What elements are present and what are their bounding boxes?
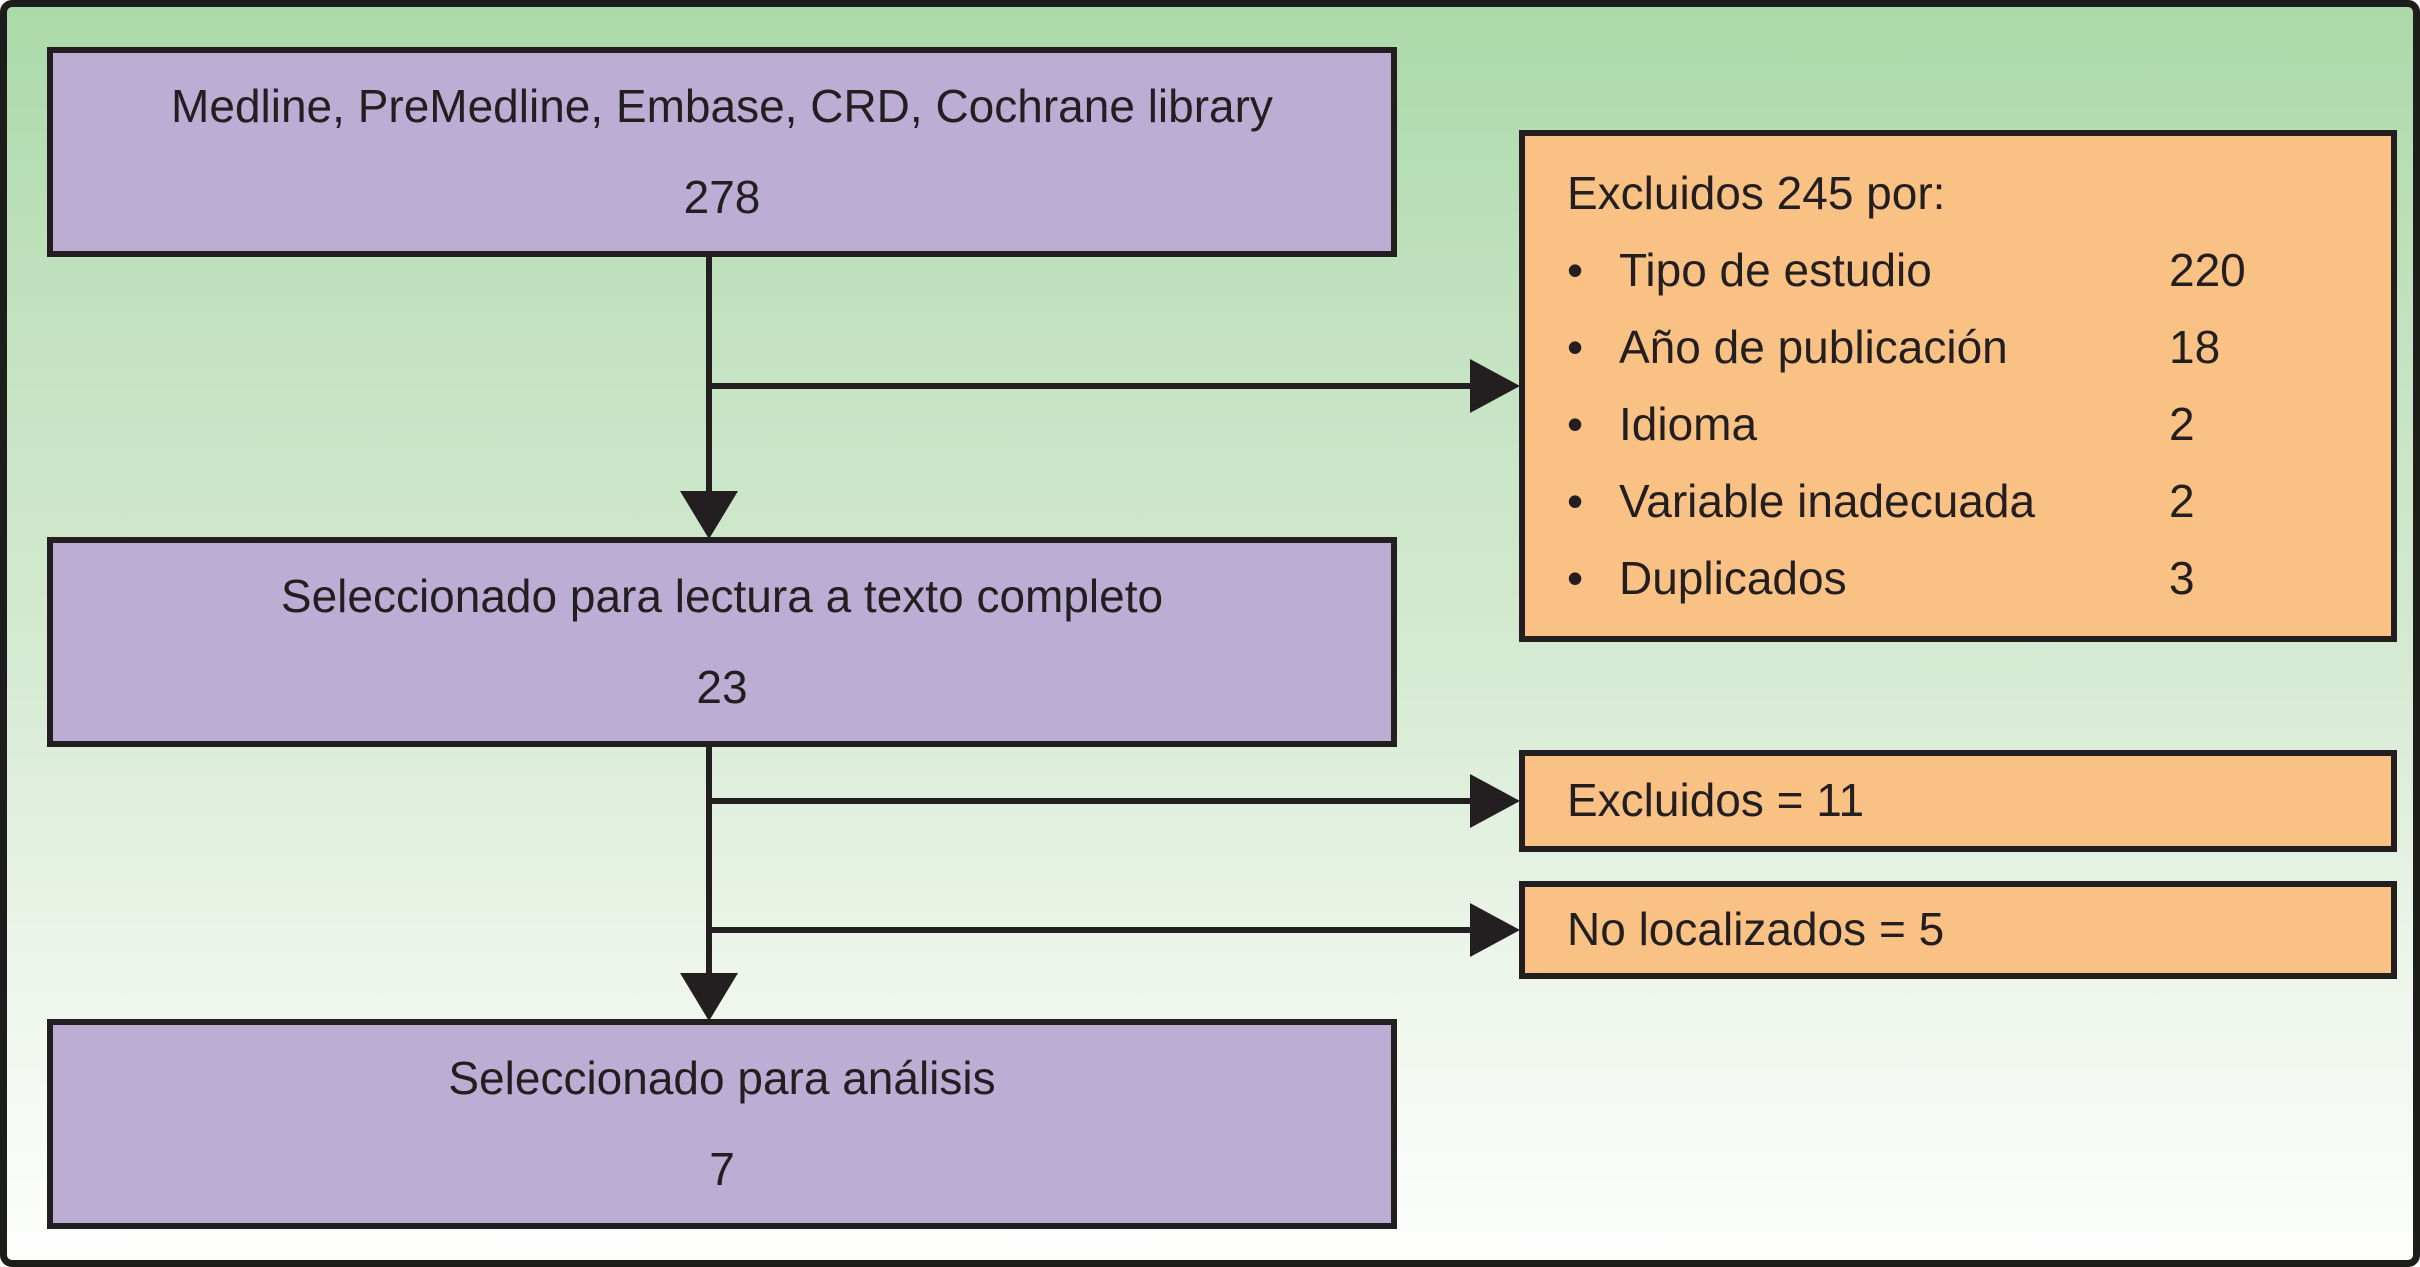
connector-to-not-located bbox=[706, 927, 1473, 933]
exclusion-item: • Año de publicación 18 bbox=[1567, 320, 2361, 375]
exclusion-item: • Variable inadecuada 2 bbox=[1567, 474, 2361, 529]
exclusion-item-label: Tipo de estudio bbox=[1619, 243, 1932, 296]
exclusion-title-row: Excluidos 245 por: bbox=[1567, 166, 2361, 221]
exclusion-item-label: Idioma bbox=[1619, 397, 1758, 450]
exclusion-item-label: Año de publicación bbox=[1619, 320, 2008, 373]
flow-box-count: 278 bbox=[683, 171, 761, 223]
exclusion-item-value: 18 bbox=[2169, 320, 2221, 373]
excluded-count-label: Excluidos = 11 bbox=[1567, 774, 1865, 827]
connector-fulltext-to-analysis bbox=[706, 744, 712, 977]
exclusion-item-value: 2 bbox=[2169, 397, 2195, 450]
bullet-icon: • bbox=[1567, 474, 1584, 527]
arrow-right-icon bbox=[1470, 774, 1520, 828]
exclusion-detail-box: Excluidos 245 por: • Tipo de estudio 220… bbox=[1519, 130, 2397, 642]
exclusion-item-label: Duplicados bbox=[1619, 551, 1847, 604]
connector-to-excluded-count bbox=[706, 798, 1473, 804]
arrow-down-icon bbox=[680, 973, 738, 1021]
exclusion-item: • Idioma 2 bbox=[1567, 397, 2361, 452]
arrow-right-icon bbox=[1470, 359, 1520, 413]
bullet-icon: • bbox=[1567, 243, 1584, 296]
flow-box-sources: Medline, PreMedline, Embase, CRD, Cochra… bbox=[47, 47, 1397, 257]
exclusion-item-value: 3 bbox=[2169, 551, 2195, 604]
excluded-count-box: Excluidos = 11 bbox=[1519, 750, 2397, 852]
flow-box-analysis: Seleccionado para análisis 7 bbox=[47, 1019, 1397, 1229]
not-located-count-label: No localizados = 5 bbox=[1567, 903, 1945, 956]
exclusion-title: Excluidos 245 por: bbox=[1567, 166, 1946, 219]
flow-box-count: 23 bbox=[696, 661, 748, 713]
bullet-icon: • bbox=[1567, 397, 1584, 450]
connector-to-exclusion-detail bbox=[706, 383, 1473, 389]
not-located-count-box: No localizados = 5 bbox=[1519, 881, 2397, 979]
arrow-down-icon bbox=[680, 491, 738, 539]
arrow-right-icon bbox=[1470, 903, 1520, 957]
bullet-icon: • bbox=[1567, 551, 1584, 604]
exclusion-item-value: 2 bbox=[2169, 474, 2195, 527]
exclusion-item: • Duplicados 3 bbox=[1567, 551, 2361, 606]
flow-box-label: Medline, PreMedline, Embase, CRD, Cochra… bbox=[171, 79, 1273, 132]
exclusion-item: • Tipo de estudio 220 bbox=[1567, 243, 2361, 298]
connector-sources-to-fulltext bbox=[706, 254, 712, 497]
flow-box-label: Seleccionado para análisis bbox=[448, 1051, 996, 1104]
exclusion-item-value: 220 bbox=[2169, 243, 2246, 296]
exclusion-item-label: Variable inadecuada bbox=[1619, 474, 2036, 527]
flow-box-count: 7 bbox=[709, 1143, 735, 1195]
flow-box-label: Seleccionado para lectura a texto comple… bbox=[280, 569, 1164, 622]
bullet-icon: • bbox=[1567, 320, 1584, 373]
flow-box-fulltext: Seleccionado para lectura a texto comple… bbox=[47, 537, 1397, 747]
